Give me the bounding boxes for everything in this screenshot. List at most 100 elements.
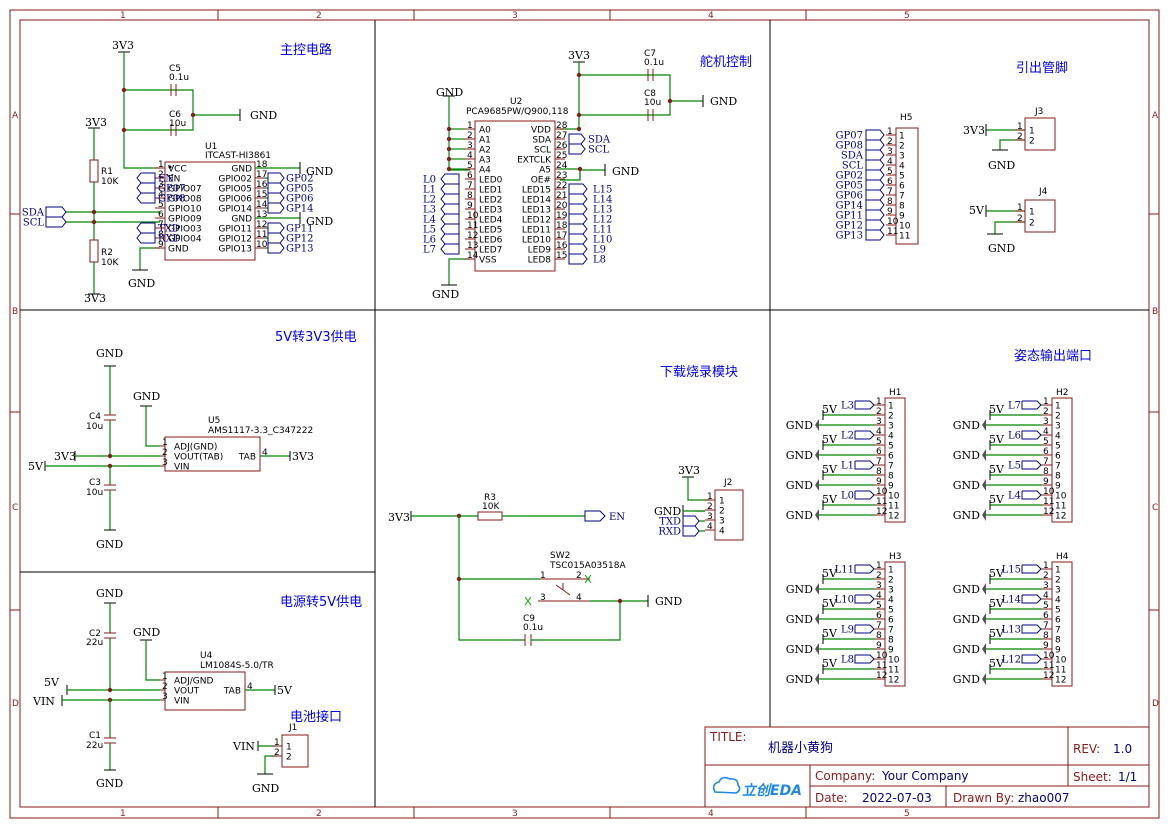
net-label-gp05-flag — [267, 182, 285, 194]
net-label-sda: SDA — [841, 151, 864, 162]
svg-text:J3: J3 — [1034, 107, 1043, 117]
svg-text:22u: 22u — [86, 741, 103, 751]
rev-label: REV: — [1073, 742, 1100, 756]
header-pin-number: 11 — [1043, 661, 1054, 671]
svg-text:U5: U5 — [208, 416, 220, 426]
header-pin-label: 7 — [888, 626, 894, 636]
header-ref: H3 — [889, 552, 902, 562]
power-label-5v: 5V — [989, 433, 1005, 446]
net-label-l11: L11 — [835, 565, 854, 576]
net-label-txd: TXD — [158, 224, 180, 235]
header-pin-label: 2 — [1055, 412, 1061, 422]
header-pin-label: 5 — [888, 606, 894, 616]
net-label-flag — [854, 460, 875, 470]
chip-u1 — [164, 161, 256, 261]
net-label-flag — [854, 430, 875, 440]
u1-pin-number: 12 — [256, 220, 267, 230]
j2-pin-number: 4 — [707, 522, 713, 532]
u2-pin-name: LED6 — [479, 236, 503, 246]
header-pin-label: 4 — [1055, 596, 1061, 606]
net-label-flag — [1021, 624, 1042, 634]
u1-pin-number: 8 — [158, 230, 164, 240]
h5-pin-label: 2 — [899, 142, 905, 152]
net-label-l1-flag — [440, 183, 460, 195]
u4-pin-number: 3 — [162, 692, 168, 702]
resistor-r1 — [89, 159, 99, 183]
u2-pin-name: SDA — [532, 136, 551, 146]
header-pin-number: 10 — [1043, 487, 1055, 497]
u4-pin-number: 1 — [162, 672, 168, 682]
power-label-gnd: GND — [786, 583, 813, 596]
u1-pin-number: 10 — [256, 240, 268, 250]
net-label-scl-flag — [45, 216, 67, 228]
chip-u2 — [474, 120, 556, 272]
header-pin-number: 5 — [876, 437, 882, 447]
u2-pin-name: LED7 — [479, 246, 502, 256]
net-label-l9: L9 — [593, 245, 606, 256]
net-label-l12: L12 — [593, 215, 612, 226]
company-value: Your Company — [881, 769, 969, 783]
h5-pin-number: 6 — [887, 177, 893, 187]
power-label-gnd: GND — [306, 165, 333, 178]
net-label-l14: L14 — [593, 195, 612, 206]
frame-col-label: 3 — [512, 809, 518, 819]
net-label-gp12-flag — [865, 219, 885, 231]
j2-pin-label: 4 — [719, 527, 725, 537]
header-pin-label: 10 — [888, 656, 900, 666]
h5-pin-label: 3 — [899, 152, 905, 162]
title-block: TITLE: 机器小黄狗 REV: 1.0 Company: Your Comp… — [704, 726, 1150, 808]
lceda-logo-icon: 立创EDA — [712, 776, 802, 799]
power-label-5v: 5V — [822, 627, 838, 640]
h5-pin-number: 8 — [887, 197, 893, 207]
u2-pin-name: LED3 — [479, 206, 502, 216]
u2-pin-name: LED14 — [522, 196, 551, 206]
j2-pin-label: 3 — [719, 517, 725, 527]
servo-control-circuit: 3V3 GND C7 0.1u C8 10u GND GND U2 PCA968… — [423, 49, 737, 301]
net-label-txd: TXD — [659, 517, 681, 528]
net-label-l13-flag — [568, 203, 588, 215]
u2-pin-number: 3 — [467, 141, 473, 151]
svg-text:1: 1 — [540, 571, 546, 581]
u1-pin-name: GND — [231, 215, 252, 225]
net-label-flag — [854, 400, 875, 410]
power-label-5v: 5V — [822, 597, 838, 610]
header-pin-number: 1 — [876, 397, 882, 407]
date-value: 2022-07-03 — [862, 791, 932, 805]
u2-pin-name: LED5 — [479, 226, 502, 236]
u2-pin-number: 22 — [556, 181, 567, 191]
power-label-5v: 5V — [822, 493, 838, 506]
net-label-flag — [854, 624, 875, 634]
net-label-l7-flag — [440, 243, 460, 255]
u1-pin-name: GPIO05 — [218, 185, 252, 195]
u2-pin-number: 12 — [467, 231, 478, 241]
frame-col-label: 5 — [904, 809, 910, 819]
u2-pin-number: 25 — [556, 151, 567, 161]
header-pin-number: 5 — [1043, 437, 1049, 447]
frame-col-label: 5 — [904, 11, 910, 21]
frame-row-label: B — [1152, 307, 1158, 317]
net-label-l8: L8 — [593, 255, 606, 266]
drawing-frame — [9, 9, 1160, 819]
net-label-l1: L1 — [423, 185, 436, 196]
net-label-l5-flag — [440, 223, 460, 235]
u2-pin-number: 21 — [556, 191, 567, 201]
power-label-gnd: GND — [953, 613, 980, 626]
header-pin-label: 12 — [1055, 512, 1066, 522]
net-label-gp07: GP07 — [836, 131, 863, 142]
u1-pin-name: GND — [168, 245, 189, 255]
u1-pin-name: GPIO14 — [218, 205, 252, 215]
net-label-l14: L14 — [1002, 595, 1021, 606]
svg-text:10u: 10u — [169, 119, 186, 129]
title-value: 机器小黄狗 — [768, 741, 833, 756]
u2-pin-number: 27 — [556, 131, 567, 141]
net-label-flag — [1021, 430, 1042, 440]
gnd-symbol — [815, 509, 819, 521]
header-pin-number: 8 — [876, 631, 882, 641]
h5-pin-number: 9 — [887, 207, 893, 217]
j2-pin-number: 3 — [707, 512, 713, 522]
u2-pin-name: LED2 — [479, 196, 502, 206]
net-label-gp12: GP12 — [286, 234, 313, 245]
u1-pin-number: 18 — [256, 160, 268, 170]
svg-text:4: 4 — [576, 593, 582, 603]
